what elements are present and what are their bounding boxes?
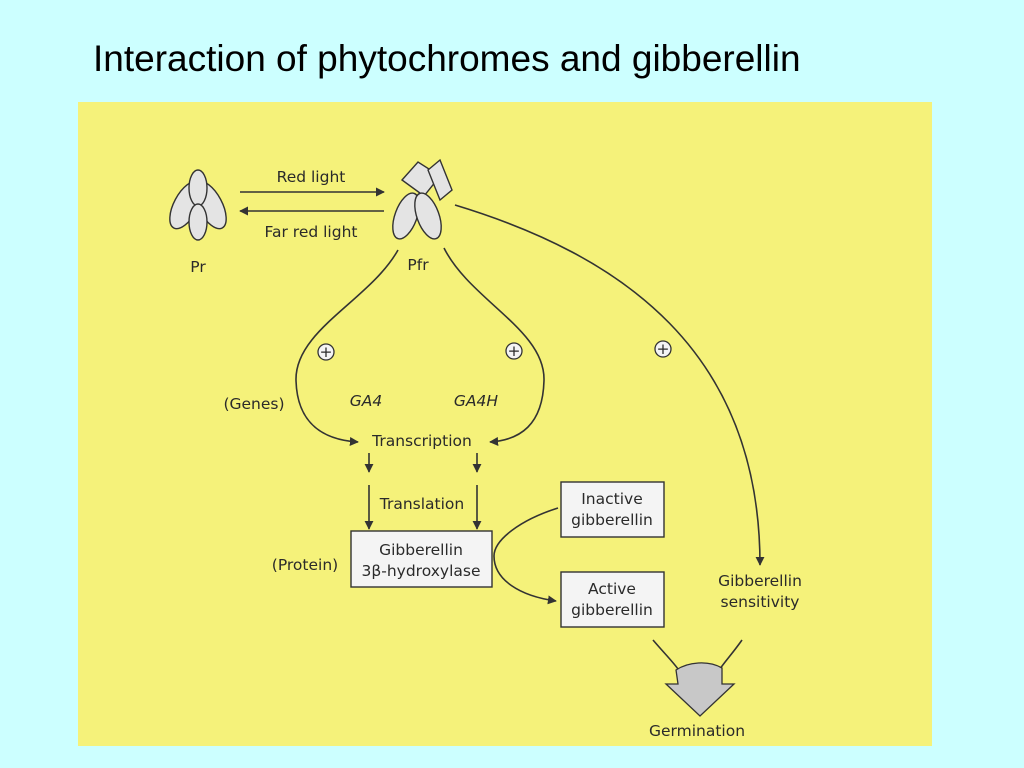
slide-title: Interaction of phytochromes and gibberel… (93, 38, 801, 79)
red-light-label: Red light (277, 168, 346, 186)
svg-text:+: + (508, 342, 521, 360)
inactive-gibberellin-label-line-2: gibberellin (571, 511, 653, 529)
active-gibberellin-box (560, 571, 665, 628)
pfr-molecule-icon (392, 158, 453, 240)
inactive-gibberellin-label-line-1: Inactive (581, 490, 643, 508)
enzyme-label-line-2: 3β-hydroxylase (362, 562, 481, 580)
svg-text:+: + (320, 343, 333, 361)
plus-icon: + (317, 343, 335, 361)
plus-icon: + (505, 342, 523, 360)
svg-text:+: + (657, 340, 670, 358)
pr-molecule-icon (169, 169, 227, 241)
pfr-to-ga4h-arrow (443, 247, 545, 446)
germination-label: Germination (649, 722, 745, 740)
translation-label: Translation (379, 495, 464, 513)
enzyme-box (350, 530, 493, 588)
far-red-light-label: Far red light (265, 223, 358, 241)
sensitivity-label-line-2: sensitivity (721, 593, 800, 611)
gene-ga4-label: GA4 (350, 392, 382, 410)
pr-label: Pr (190, 258, 206, 276)
gene-ga4h-label: GA4H (454, 392, 498, 410)
pfr-to-ga4-arrow (295, 249, 399, 446)
inactive-gibberellin-box (560, 481, 665, 538)
pfr-label: Pfr (407, 256, 429, 274)
pfr-to-sensitivity-arrow (454, 204, 765, 566)
sensitivity-label-line-1: Gibberellin (718, 572, 802, 590)
active-gibberellin-label-line-1: Active (588, 580, 636, 598)
conversion-arrow (493, 507, 559, 605)
transcription-label: Transcription (371, 432, 472, 450)
plus-icon: + (654, 340, 672, 358)
active-gibberellin-label-line-2: gibberellin (571, 601, 653, 619)
genes-row-label: (Genes) (223, 395, 284, 413)
germination-arrow-icon (664, 662, 736, 717)
enzyme-label-line-1: Gibberellin (379, 541, 463, 559)
protein-row-label: (Protein) (272, 556, 338, 574)
